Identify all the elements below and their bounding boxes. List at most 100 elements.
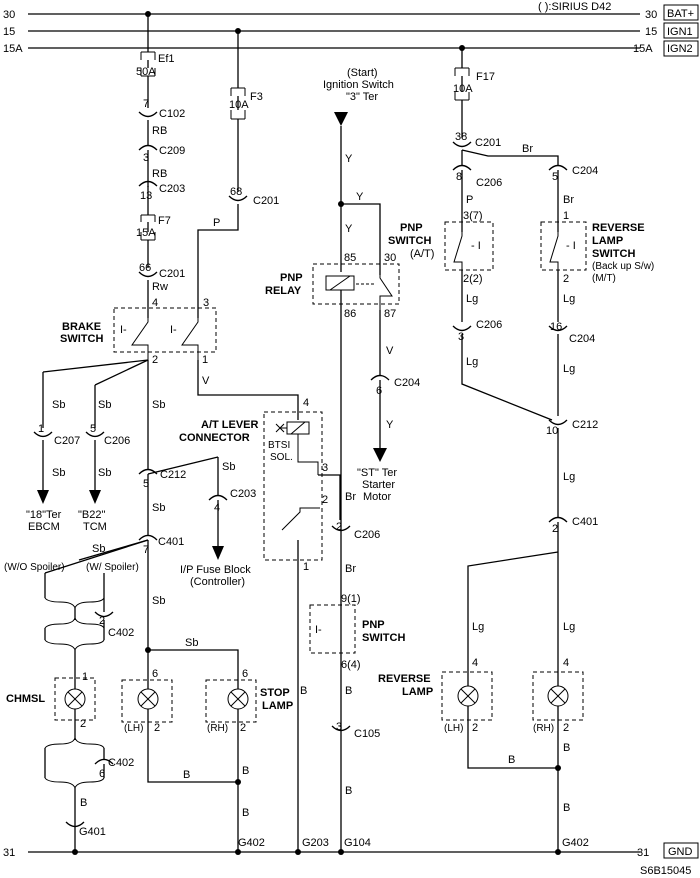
brake-pin-1: 1: [202, 354, 208, 366]
brace-bot-2: [44, 777, 105, 790]
c204a-pin: 5: [552, 171, 558, 183]
c207-label: C207: [54, 435, 80, 447]
arrow-tcm: [89, 490, 101, 504]
stop-lamp-title-2: LAMP: [262, 700, 293, 712]
pnp-switch-box: [309, 604, 356, 654]
brake-switch-symbol-b: I-: [170, 324, 177, 336]
wire-v-relay: V: [386, 345, 394, 357]
c209-pin: 3: [143, 152, 149, 164]
wire-v-brake: V: [202, 375, 210, 387]
wire-lg-5: Lg: [563, 471, 575, 483]
pnp-switch-symbol: I-: [315, 624, 322, 636]
stop-lh-pin-6: 6: [152, 668, 158, 680]
wire-br-rev-sw: Br: [563, 194, 574, 206]
atlever-pin-4: 4: [303, 397, 309, 409]
fuse-ef1-rating: 50A: [136, 66, 156, 78]
c201b-label: C201: [253, 195, 279, 207]
ground-g203: G203: [302, 837, 329, 849]
c206b-pin: 5: [90, 423, 96, 435]
stop-lamp-title-1: STOP: [260, 687, 290, 699]
revlamp-title-1: REVERSE: [378, 673, 431, 685]
c201c-label: C201: [475, 137, 501, 149]
bus-31-right: 31: [637, 847, 649, 859]
atlever-box: [263, 411, 323, 561]
pnp-pin-bot: 6(4): [341, 659, 361, 671]
wire-sb-main-3: Sb: [152, 595, 165, 607]
fuse-f17: [454, 67, 470, 101]
c204a-label: C204: [572, 165, 598, 177]
wire-sb-ebcm-2: Sb: [52, 467, 65, 479]
stop-lh-pin-2: 2: [154, 722, 160, 734]
c201a-label: C201: [159, 268, 185, 280]
bus-box-ign1: IGN1: [667, 26, 693, 38]
revlamp-title-2: LAMP: [402, 686, 433, 698]
wire-b-atlever: B: [300, 685, 307, 697]
brace-top-1: [44, 597, 105, 610]
dest-tcm-2: TCM: [83, 521, 107, 533]
brake-pin-3: 3: [203, 297, 209, 309]
c204c-label: C204: [569, 333, 595, 345]
atlever-pin-1: 1: [303, 561, 309, 573]
c105-pin: 3: [336, 721, 342, 733]
bus-box-gnd: GND: [668, 846, 693, 858]
c401a-pin: 7: [143, 544, 149, 556]
stop-rh-label: (RH): [207, 723, 228, 734]
chmsl-pin-1: 1: [82, 671, 88, 683]
c201c-pin: 38: [455, 131, 467, 143]
arrow-ipfuse: [212, 546, 224, 560]
brake-switch-title-2: SWITCH: [60, 333, 103, 345]
bus-15a-right: 15A: [633, 43, 653, 55]
brake-switch-title-1: BRAKE: [62, 321, 101, 333]
brake-switch-symbol-a: I-: [120, 324, 127, 336]
c102-pin: 7: [143, 98, 149, 110]
rev-lamp-lh: [457, 685, 479, 707]
revsw-title-1: REVERSE: [592, 222, 645, 234]
stop-rh-pin-6: 6: [242, 668, 248, 680]
arrow-starter: [373, 448, 387, 462]
revlamp-lh-pin-4: 4: [472, 657, 478, 669]
brake-switch-box: [113, 307, 217, 353]
wire-b-stop-3: B: [242, 807, 249, 819]
relay-title-1: PNP: [280, 272, 303, 284]
stop-lamp-lh-box: [121, 679, 173, 723]
dest-ebcm-2: EBCM: [28, 521, 60, 533]
wire-rb-1: RB: [152, 125, 167, 137]
relay-coil: [325, 275, 355, 291]
stop-lamp-rh-box: [205, 679, 257, 723]
stop-lamp-rh: [227, 688, 249, 710]
c402a-label: C402: [108, 627, 134, 639]
wire-p-f3: P: [213, 217, 220, 229]
c206c-label: C206: [354, 529, 380, 541]
wire-sb-main-1: Sb: [152, 399, 165, 411]
wire-sb-ebcm-1: Sb: [52, 399, 65, 411]
fuse-f7-rating: 15A: [136, 227, 156, 239]
c203b-pin: 4: [214, 502, 220, 514]
pnpat-title-1: PNP: [400, 222, 423, 234]
c206a-pin: 8: [456, 171, 462, 183]
wire-br-pnp: Br: [345, 563, 356, 575]
fuse-ef1: [140, 51, 156, 77]
rev-lamp-lh-box: [441, 671, 493, 721]
c102-label: C102: [159, 108, 185, 120]
btsi-label-2: SOL.: [270, 452, 293, 463]
wire-y-starter: Y: [386, 419, 394, 431]
c204b-label: C204: [394, 377, 420, 389]
wire-rb-2: RB: [152, 168, 167, 180]
fuse-f17-rating: 10A: [453, 83, 473, 95]
arrow-ebcm: [37, 490, 49, 504]
c206a-label: C206: [476, 177, 502, 189]
stop-lamp-lh: [137, 688, 159, 710]
btsi-label-1: BTSI: [268, 440, 290, 451]
c402b-pin: 6: [99, 768, 105, 780]
wire-sb-spoiler: Sb: [92, 543, 105, 555]
ignition-arrow: [334, 112, 348, 126]
ignition-label-1: (Start): [347, 67, 378, 79]
atlever-title-2: CONNECTOR: [179, 432, 250, 444]
c105-label: C105: [354, 728, 380, 740]
ignition-label-3: "3" Ter: [346, 91, 378, 103]
fuse-f7: [140, 214, 156, 241]
pnp-relay-box: [312, 263, 400, 305]
rev-lamp-rh: [547, 685, 569, 707]
wire-b-rev-3: B: [563, 802, 570, 814]
